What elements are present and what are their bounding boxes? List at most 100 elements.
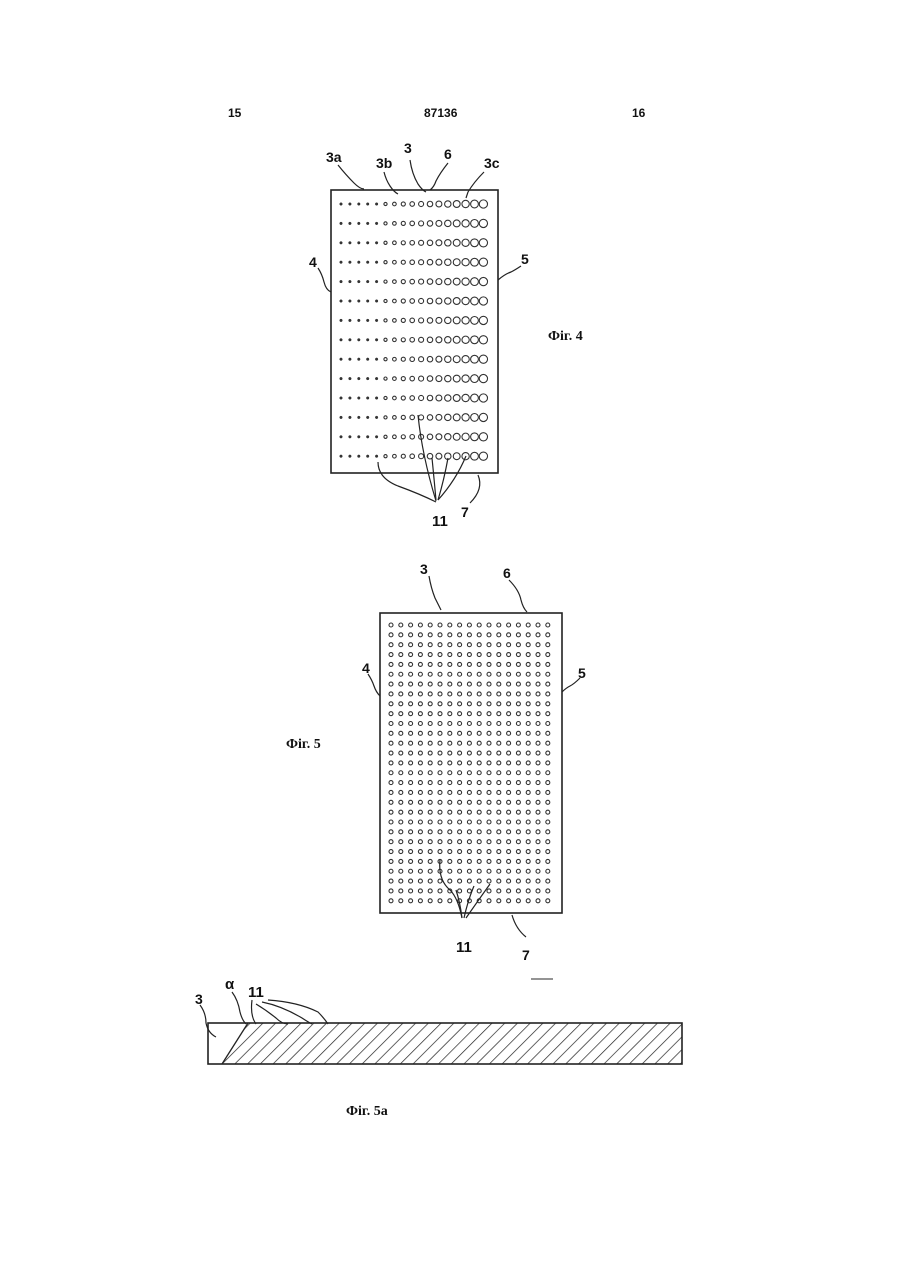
- fig4-hole: [453, 433, 460, 440]
- fig5-hole: [409, 692, 413, 696]
- fig4-hole: [358, 416, 361, 419]
- fig5-hole: [536, 889, 540, 893]
- fig4-hole: [393, 319, 397, 323]
- fig5-hole: [418, 682, 422, 686]
- fig5-hole: [428, 722, 432, 726]
- fig5-hole: [448, 850, 452, 854]
- fig5-hole: [458, 869, 462, 873]
- fig4-hole: [427, 240, 433, 246]
- fig4-label-7: 7: [461, 504, 469, 520]
- fig5-hole: [409, 672, 413, 676]
- fig5-hole: [399, 722, 403, 726]
- fig5-hole: [467, 830, 471, 834]
- fig4-hole: [462, 433, 469, 440]
- fig4-hole: [471, 336, 479, 344]
- fig4-hole: [436, 259, 442, 265]
- fig5-hole: [418, 899, 422, 903]
- fig5-hole: [428, 741, 432, 745]
- fig4-hole: [427, 337, 433, 343]
- fig5-hole: [448, 899, 452, 903]
- fig5-hole: [409, 800, 413, 804]
- fig5-hole: [448, 623, 452, 627]
- fig5-hole: [409, 623, 413, 627]
- fig5-hole: [487, 771, 491, 775]
- fig5-hole: [487, 899, 491, 903]
- fig5-hole: [526, 840, 530, 844]
- fig5-hole: [536, 653, 540, 657]
- fig5-hole: [526, 722, 530, 726]
- fig5-hole: [507, 899, 511, 903]
- fig5-hole: [487, 800, 491, 804]
- fig4-hole: [427, 201, 433, 207]
- fig4-hole: [453, 375, 460, 382]
- fig5-hole: [536, 850, 540, 854]
- fig4-hole: [419, 201, 424, 206]
- fig4-hole: [445, 201, 451, 207]
- fig5-hole: [428, 751, 432, 755]
- fig4-hole: [471, 414, 479, 422]
- fig5-hole: [546, 771, 550, 775]
- fig4-hole: [393, 435, 397, 439]
- fig4-hole: [471, 297, 479, 305]
- fig5-hole: [526, 859, 530, 863]
- fig5-hole: [428, 623, 432, 627]
- fig5-hole: [526, 781, 530, 785]
- fig5-hole: [526, 899, 530, 903]
- fig4-hole: [410, 299, 415, 304]
- fig5-hole: [516, 771, 520, 775]
- fig5-hole: [448, 840, 452, 844]
- fig5-hole: [477, 682, 481, 686]
- fig4-hole: [436, 317, 442, 323]
- fig4-hole: [375, 436, 378, 439]
- fig5-hole: [516, 850, 520, 854]
- fig5-hole: [526, 712, 530, 716]
- fig5-hole: [428, 830, 432, 834]
- fig4-hole: [340, 339, 343, 342]
- fig4-hole: [445, 240, 451, 246]
- fig5-hole: [389, 810, 393, 814]
- fig5-hole: [428, 820, 432, 824]
- fig5-hole: [399, 771, 403, 775]
- fig5-hole: [428, 859, 432, 863]
- fig4-hole: [366, 280, 369, 283]
- fig4-hole: [436, 356, 442, 362]
- fig5-hole: [448, 702, 452, 706]
- fig4-hole: [349, 436, 352, 439]
- fig5-hole: [418, 712, 422, 716]
- fig4-hole: [427, 318, 433, 324]
- fig5-caption: Фiг. 5: [286, 737, 321, 753]
- fig4-hole: [419, 279, 424, 284]
- fig5-hole: [438, 623, 442, 627]
- fig5-hole: [399, 623, 403, 627]
- fig4-label-5: 5: [521, 251, 529, 267]
- fig5-hole: [458, 702, 462, 706]
- fig4-hole: [401, 454, 405, 458]
- fig5-hole: [497, 633, 501, 637]
- fig5-hole: [507, 790, 511, 794]
- fig4-hole: [427, 298, 433, 304]
- fig4-hole: [401, 260, 405, 264]
- fig5-hole: [477, 859, 481, 863]
- fig5-hole: [458, 830, 462, 834]
- fig5-hole: [507, 820, 511, 824]
- fig5-hole: [516, 662, 520, 666]
- fig5-hole: [477, 751, 481, 755]
- fig5-hole: [448, 653, 452, 657]
- fig5-hole: [526, 731, 530, 735]
- fig5-hole: [438, 702, 442, 706]
- fig5-hole: [428, 692, 432, 696]
- fig5-hole: [477, 820, 481, 824]
- fig5a-label-3: 3: [195, 991, 203, 1007]
- fig5-hole: [536, 672, 540, 676]
- fig4-hole: [410, 318, 415, 323]
- fig5-hole: [526, 662, 530, 666]
- fig5-hole: [418, 692, 422, 696]
- fig5-hole: [526, 889, 530, 893]
- fig5-hole: [399, 850, 403, 854]
- fig5-leader-6: [509, 580, 527, 612]
- fig4-hole: [393, 357, 397, 361]
- fig5-hole: [507, 672, 511, 676]
- fig5-hole: [458, 771, 462, 775]
- fig4-hole: [366, 397, 369, 400]
- fig4-leader-3: [410, 160, 426, 192]
